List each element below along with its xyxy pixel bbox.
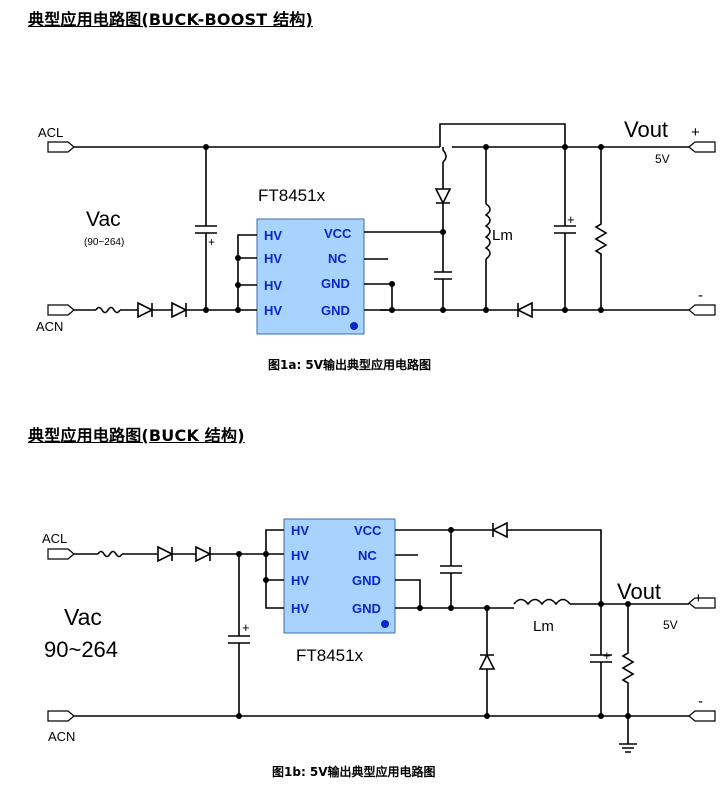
vout-label-b: Vout <box>617 579 661 604</box>
load-resistor-a <box>594 147 608 310</box>
pin-hv-2-a: HV <box>264 251 282 266</box>
output-cap-a <box>554 147 576 310</box>
vac-label-b: Vac <box>64 604 102 630</box>
pin-nc-b: NC <box>358 548 377 563</box>
inductor-b <box>513 598 571 606</box>
ic-chip-b <box>283 518 396 634</box>
acn-label-a: ACN <box>36 319 63 334</box>
output-cap-b <box>590 604 612 716</box>
pin-hv-4-b: HV <box>291 601 309 616</box>
diode-a2 <box>171 301 188 319</box>
vout-plus-a: + <box>691 124 700 141</box>
vout-plus-terminal-a <box>688 141 716 153</box>
vac-range-b: 90~264 <box>44 637 118 662</box>
pin-hv-1-a: HV <box>264 228 282 243</box>
pin-hv-1-b: HV <box>291 523 309 538</box>
circuit-buck: ACL ACN Vac 90~264 + HV HV HV HV VCC NC … <box>42 518 716 753</box>
acl-label-b: ACL <box>42 531 67 546</box>
vcc-cap-a <box>434 202 452 310</box>
caption-a: 图1a: 5V输出典型应用电路图 <box>268 358 432 372</box>
input-cap-plus-a: + <box>208 235 215 249</box>
pin-nc-a: NC <box>328 251 347 266</box>
diode-a3 <box>516 301 533 319</box>
fuse-b <box>97 550 123 558</box>
diode-b3 <box>491 521 508 539</box>
pin-gnd-1-b: GND <box>352 573 381 588</box>
input-cap-plus-b: + <box>242 620 250 635</box>
chip-name-b: FT8451x <box>296 646 364 665</box>
inductor-label-b: Lm <box>533 618 554 635</box>
acl-terminal-b <box>47 548 75 560</box>
inductor-a <box>484 203 491 260</box>
pin-hv-4-a: HV <box>264 303 282 318</box>
vout-plus-terminal-b <box>688 597 716 609</box>
vout-minus-terminal-b <box>688 710 716 722</box>
diode-a1 <box>137 301 154 319</box>
pin-gnd-1-a: GND <box>321 276 350 291</box>
pin-vcc-b: VCC <box>354 523 382 538</box>
caption-b: 图1b: 5V输出典型应用电路图 <box>272 765 436 779</box>
vout-value-a: 5V <box>655 152 670 166</box>
pin-hv-2-b: HV <box>291 548 309 563</box>
acl-terminal-a <box>47 141 75 153</box>
acn-terminal-a <box>47 304 75 316</box>
vout-label-a: Vout <box>624 117 668 142</box>
section-b-title: 典型应用电路图(BUCK 结构) <box>28 426 245 445</box>
fuse-a <box>95 306 121 314</box>
acn-label-b: ACN <box>48 729 75 744</box>
vac-label-a: Vac <box>86 208 121 231</box>
inductor-label-a: Lm <box>492 227 513 244</box>
section-a-title: 典型应用电路图(BUCK-BOOST 结构) <box>28 10 314 29</box>
vout-minus-a: - <box>698 287 703 304</box>
output-cap-plus-a: + <box>567 212 575 227</box>
diode-b2 <box>195 545 212 563</box>
acn-terminal-b <box>47 710 75 722</box>
load-resistor-b <box>621 604 635 716</box>
ground-icon <box>619 716 637 753</box>
pin-hv-3-a: HV <box>264 278 282 293</box>
bridge-wire-a <box>439 123 566 147</box>
pin-gnd-2-a: GND <box>321 303 350 318</box>
vac-range-a: (90~264) <box>84 237 124 248</box>
diode-b1 <box>157 545 174 563</box>
chip-name-a: FT8451x <box>258 186 326 205</box>
vout-minus-terminal-a <box>688 304 716 316</box>
diode-b4 <box>478 653 496 670</box>
input-cap-b <box>228 554 250 716</box>
vout-minus-b: - <box>698 693 703 710</box>
input-cap-a <box>195 147 217 310</box>
vout-plus-b: + <box>694 590 703 607</box>
circuit-buck-boost: ACL ACN Vac (90~264) + FT8451x HV HV HV … <box>36 117 716 335</box>
vout-value-b: 5V <box>663 618 678 632</box>
pin1-dot-a <box>350 322 358 330</box>
pin-hv-3-b: HV <box>291 573 309 588</box>
ic-chip-a <box>256 218 365 335</box>
vcc-cap-b <box>440 530 462 608</box>
pin-vcc-a: VCC <box>324 226 352 241</box>
pin1-dot-b <box>381 620 389 628</box>
acl-label-a: ACL <box>38 125 63 140</box>
diode-a4 <box>434 188 452 205</box>
pin-gnd-2-b: GND <box>352 601 381 616</box>
output-cap-plus-b: + <box>603 648 611 663</box>
